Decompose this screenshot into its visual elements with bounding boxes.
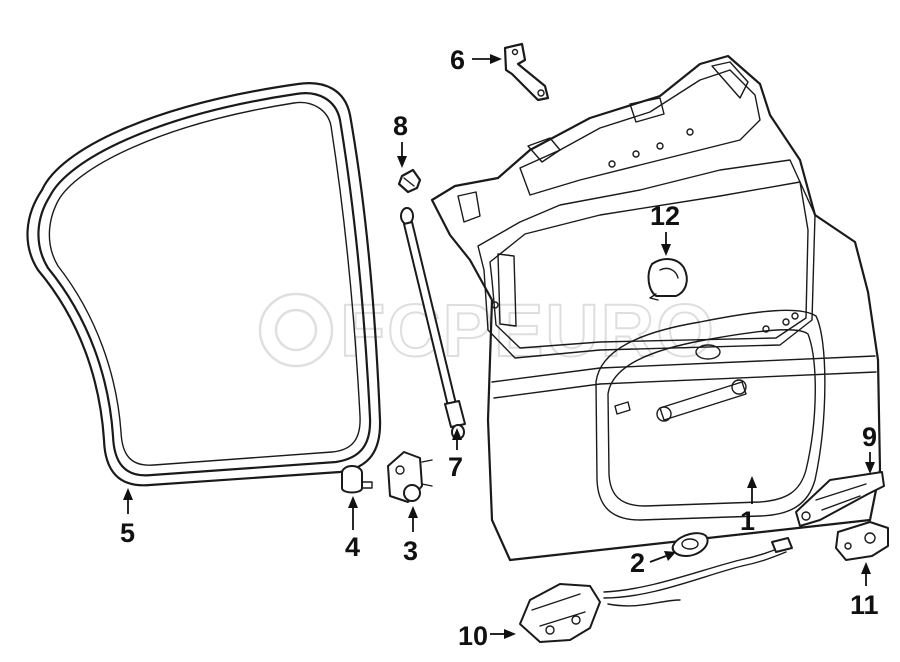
watermark-text: FCPEURO: [340, 289, 716, 372]
callout-1: 1: [740, 476, 757, 536]
callout-number-11: 11: [850, 590, 879, 620]
part-1-lift-gate[interactable]: [430, 54, 882, 562]
part-3-striker[interactable]: [387, 451, 433, 503]
callout-5: 5: [120, 488, 135, 548]
watermark-logo: FCPEURO: [258, 288, 716, 373]
part-4-bumper-stop[interactable]: [341, 465, 373, 494]
callout-number-1: 1: [740, 506, 755, 536]
callout-number-5: 5: [120, 518, 135, 548]
callout-3: 3: [403, 506, 418, 566]
callout-11: 11: [850, 562, 879, 620]
part-11-latch-cover[interactable]: [835, 521, 889, 561]
callout-number-12: 12: [650, 201, 680, 231]
callout-number-9: 9: [862, 422, 877, 452]
callout-4: 4: [345, 496, 360, 562]
part-5-weatherstrip[interactable]: [26, 82, 382, 487]
callout-number-8: 8: [393, 111, 408, 141]
callout-6: 6: [450, 45, 502, 75]
callout-7: 7: [448, 428, 463, 482]
callout-10: 10: [458, 621, 516, 651]
part-8-ball-stud[interactable]: [397, 168, 422, 194]
part-6-hinge[interactable]: [503, 42, 550, 102]
callout-2: 2: [630, 548, 676, 578]
callout-9: 9: [862, 422, 877, 474]
callout-number-4: 4: [345, 532, 360, 562]
callout-number-7: 7: [448, 452, 463, 482]
callout-number-2: 2: [630, 548, 645, 578]
callout-number-10: 10: [458, 621, 488, 651]
part-9-latch[interactable]: [795, 471, 885, 527]
callout-number-6: 6: [450, 45, 465, 75]
part-2-grommet[interactable]: [671, 532, 709, 557]
callout-number-3: 3: [403, 536, 418, 566]
callout-8: 8: [393, 111, 408, 168]
callout-12: 12: [650, 201, 680, 256]
part-12-camera[interactable]: [647, 258, 688, 301]
part-10-actuator[interactable]: [519, 537, 793, 643]
